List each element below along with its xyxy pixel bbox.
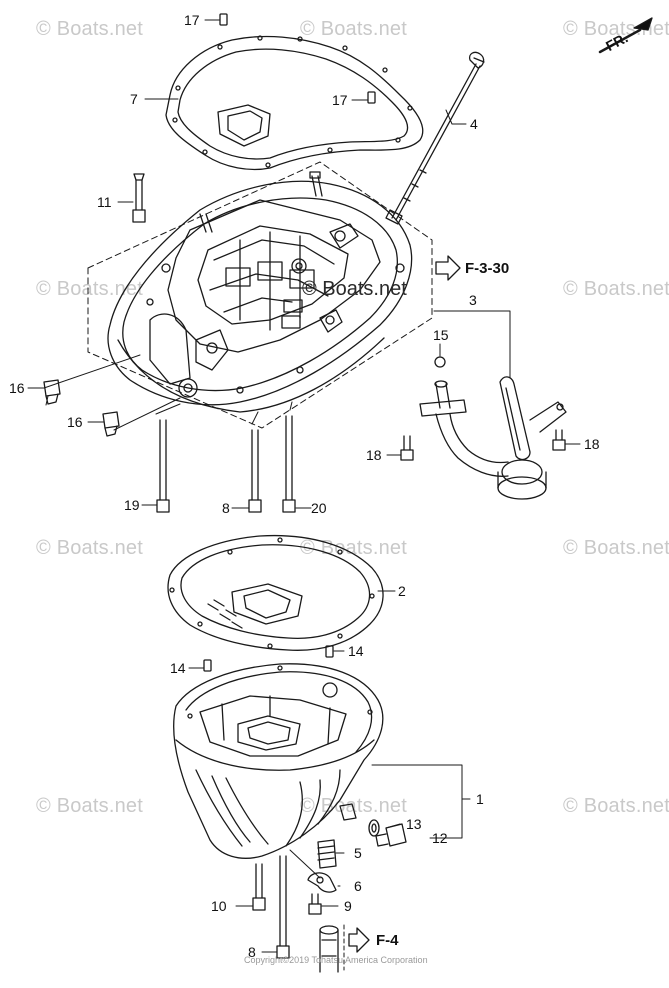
callout-18: 18 <box>584 436 600 452</box>
lower-gasket-part-2 <box>167 534 384 651</box>
callout-6: 6 <box>354 878 362 894</box>
upper-gasket-part-7 <box>165 35 424 171</box>
drain-plug-part-16 <box>43 379 120 437</box>
callout-11: 11 <box>97 194 112 210</box>
dipstick-part-4 <box>385 51 485 225</box>
callout-17: 17 <box>332 92 348 108</box>
callout-10: 10 <box>211 898 227 914</box>
callout-14: 14 <box>348 643 364 659</box>
callout-5: 5 <box>354 845 362 861</box>
reference-label-lower: F-4 <box>376 932 399 949</box>
copyright-notice: Copyright©2019 Tohatsu America Corporati… <box>244 955 428 965</box>
long-bolt-part-19 <box>156 419 170 513</box>
assembly-dashed-outline <box>87 161 433 429</box>
oil-pan-part-1 <box>173 663 384 859</box>
drain-plug-part-12 <box>375 823 407 847</box>
bolt-part-18 <box>400 429 566 461</box>
callout-3: 3 <box>469 292 477 308</box>
watermark: © Boats.net <box>36 18 143 40</box>
upper-block-assembly <box>107 171 413 413</box>
callout-20: 20 <box>311 500 327 516</box>
callout-9: 9 <box>344 898 352 914</box>
watermark: © Boats.net <box>36 795 143 817</box>
leader-lines <box>27 19 581 953</box>
long-bolt-part-8-lower <box>276 855 290 959</box>
callout-8: 8 <box>222 500 230 516</box>
dowel-pin-part-14 <box>203 645 334 672</box>
oil-strainer-part-3 <box>419 356 567 500</box>
callout-8: 8 <box>248 944 256 960</box>
callout-16: 16 <box>9 380 25 396</box>
callout-19: 19 <box>124 497 140 513</box>
long-bolt-part-8 <box>248 429 262 513</box>
callout-16: 16 <box>67 414 83 430</box>
watermark: © Boats.net <box>36 537 143 559</box>
watermark: © Boats.net <box>563 278 669 300</box>
front-direction-arrow-icon <box>598 17 653 54</box>
fitting-part-5 <box>317 839 337 869</box>
callout-1: 1 <box>476 791 484 807</box>
callout-14: 14 <box>170 660 186 676</box>
watermark-center: © Boats.net <box>302 278 407 300</box>
callout-2: 2 <box>398 583 406 599</box>
bolt-part-9 <box>308 893 322 915</box>
reference-label-upper: F-3-30 <box>465 260 510 277</box>
watermark: © Boats.net <box>36 278 143 300</box>
long-bolt-part-20 <box>282 415 296 513</box>
washer-part-13 <box>368 819 380 837</box>
callout-12: 12 <box>432 830 448 846</box>
callout-13: 13 <box>406 816 422 832</box>
pipe-fitting <box>319 925 339 973</box>
callout-18: 18 <box>366 447 382 463</box>
dowel-pin-part-17 <box>219 13 376 104</box>
callout-17: 17 <box>184 12 200 28</box>
watermark: © Boats.net <box>300 18 407 40</box>
watermark: © Boats.net <box>563 537 669 559</box>
bolt-part-10 <box>252 863 266 911</box>
watermark: © Boats.net <box>563 795 669 817</box>
callout-4: 4 <box>470 116 478 132</box>
callout-15: 15 <box>433 327 449 343</box>
clip-part-6 <box>307 872 337 893</box>
callout-7: 7 <box>130 91 138 107</box>
bolt-part-11 <box>132 173 146 223</box>
reference-arrow-icon <box>348 255 461 953</box>
